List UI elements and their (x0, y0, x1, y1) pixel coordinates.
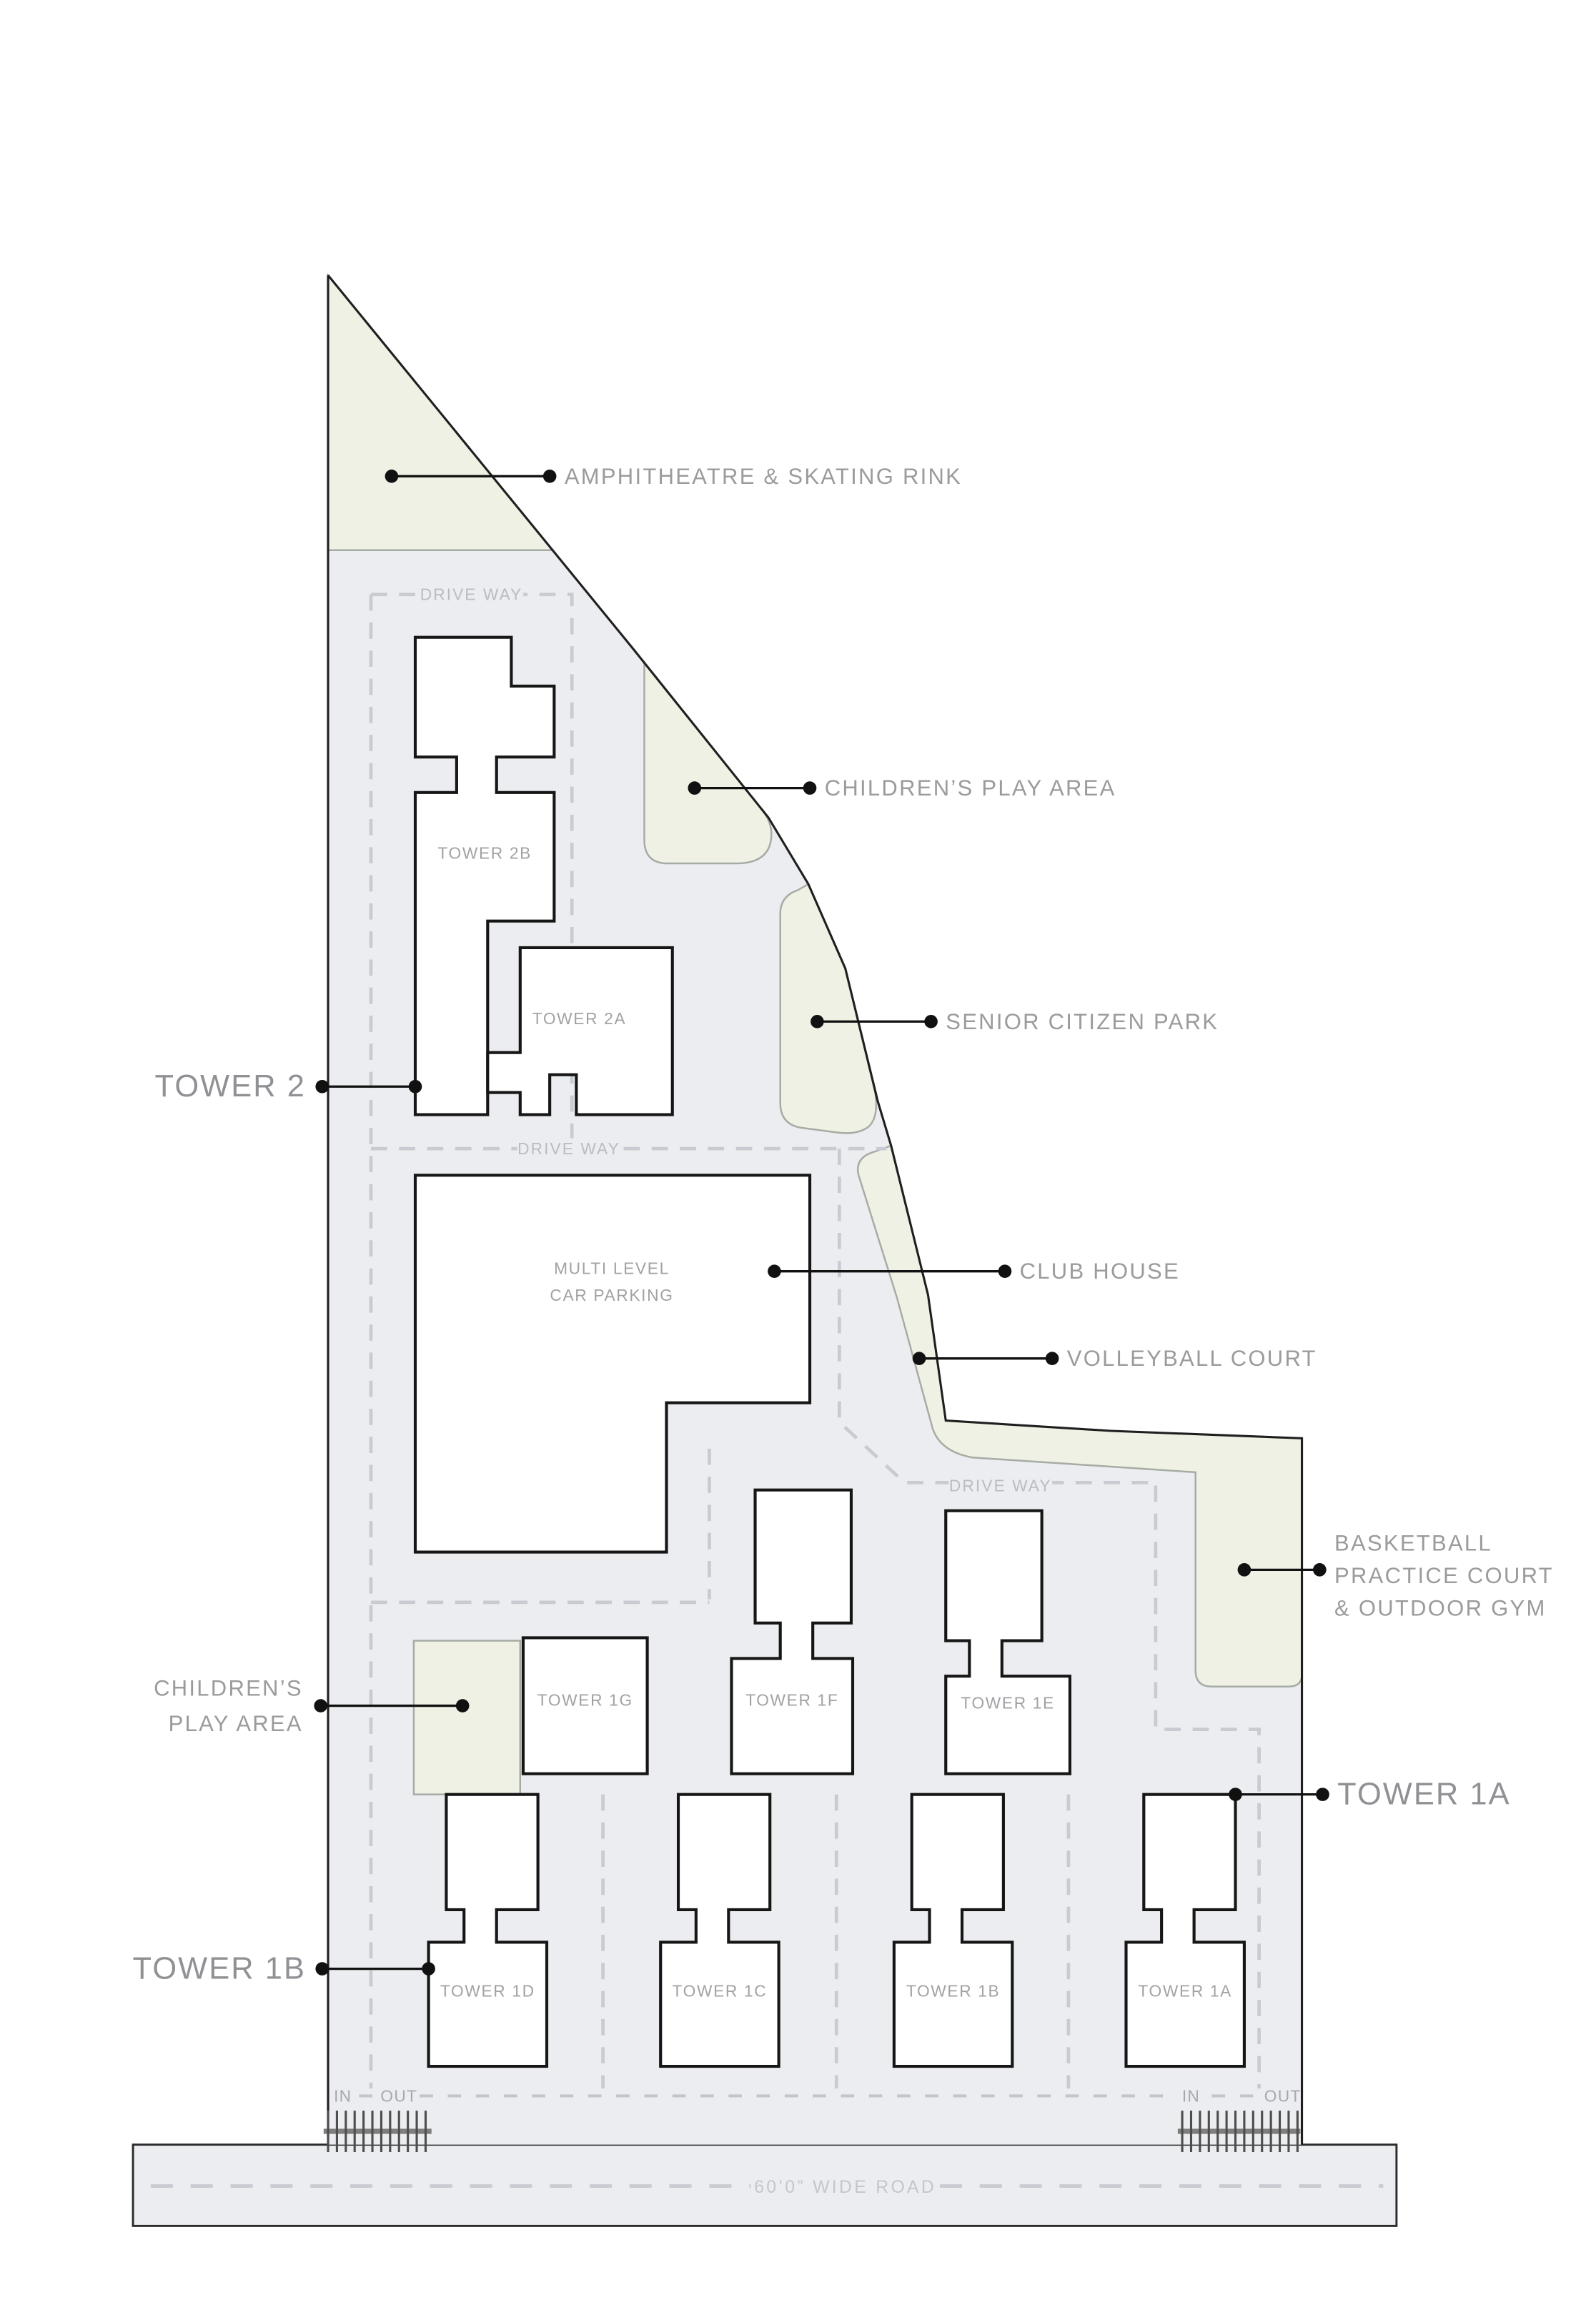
leader-dot (542, 470, 557, 483)
childrens-left-label-line1: CHILDREN’S (154, 1675, 303, 1700)
leader-dot (688, 781, 702, 795)
tower-1c-footprint (659, 1793, 780, 2068)
wide-road: 60’0” WIDE ROAD (132, 2143, 1398, 2227)
childrens-play-area-top (643, 660, 773, 865)
gate-out-label-right: OUT (1264, 2086, 1302, 2105)
callout-basketball: BASKETBALL PRACTICE COURT & OUTDOOR GYM (1237, 1531, 1554, 1621)
basketball-label-line3: & OUTDOOR GYM (1334, 1596, 1547, 1621)
tower2-label: TOWER 2 (155, 1069, 306, 1104)
gate-left (323, 2111, 432, 2152)
tower-1e-footprint (944, 1509, 1072, 1775)
leader-dot (1313, 1563, 1327, 1577)
childrens-play-area-left (412, 1640, 522, 1795)
leader-dot (455, 1699, 470, 1712)
callout-childrens-left: CHILDREN’S PLAY AREA (154, 1675, 470, 1736)
gate-ticks (327, 2111, 427, 2152)
childrens-top-label: CHILDREN’S PLAY AREA (825, 775, 1116, 800)
callout-senior-park: SENIOR CITIZEN PARK (811, 1009, 1219, 1034)
gate-in-label-left: IN (334, 2086, 352, 2105)
leader-dot (314, 1699, 327, 1712)
gate-ticks (1181, 2111, 1299, 2152)
basketball-label-line1: BASKETBALL (1334, 1531, 1492, 1556)
tower-2a-label: TOWER 2A (532, 1009, 627, 1028)
tower-1d-footprint (427, 1793, 549, 2068)
leader-dot (408, 1079, 422, 1094)
basketball-label-line2: PRACTICE COURT (1334, 1563, 1554, 1588)
driveways (359, 593, 1261, 2098)
tower-1g-footprint (521, 1636, 649, 1775)
callout-childrens-top: CHILDREN’S PLAY AREA (688, 775, 1116, 800)
tower-1f-label: TOWER 1F (745, 1690, 838, 1709)
parking-label-line1: MULTI LEVEL (554, 1259, 670, 1278)
driveway-labels: DRIVE WAY DRIVE WAY DRIVE WAY IN OUT IN … (334, 584, 1302, 2105)
tower-2b-label: TOWER 2B (437, 844, 532, 863)
gate-out-label-left: OUT (380, 2086, 417, 2105)
tower-1a-footprint (1124, 1793, 1246, 2068)
volleyball-basketball-green-band (857, 1144, 1303, 1687)
gate-in-label-right: IN (1182, 2086, 1200, 2105)
tower1b-label: TOWER 1B (133, 1952, 306, 1986)
leader-dot (1237, 1563, 1251, 1577)
tower-1g-label: TOWER 1G (537, 1690, 633, 1709)
tower-2a-footprint (486, 946, 674, 1116)
callout-amphitheatre: AMPHITHEATRE & SKATING RINK (385, 464, 962, 489)
callout-clubhouse: CLUB HOUSE (768, 1259, 1180, 1284)
tower-1b-footprint (892, 1793, 1014, 2068)
callout-tower2: TOWER 2 (155, 1069, 422, 1104)
volleyball-label: VOLLEYBALL COURT (1067, 1346, 1317, 1371)
label-mask (948, 1475, 1053, 1496)
label-mask (517, 1138, 621, 1159)
leader-dot (1229, 1788, 1242, 1801)
label-mask (420, 584, 523, 605)
tower-2b-footprint (413, 635, 556, 1116)
tower1a-label: TOWER 1A (1337, 1778, 1510, 1812)
clubhouse-label: CLUB HOUSE (1020, 1259, 1180, 1284)
multi-level-car-parking-footprint (413, 1174, 812, 1554)
leader-dot (768, 1264, 781, 1279)
tower-1b-label: TOWER 1B (906, 1982, 1001, 2001)
childrens-left-label-line2: PLAY AREA (169, 1711, 303, 1736)
senior-citizen-park-area (779, 883, 878, 1134)
callout-volleyball: VOLLEYBALL COURT (912, 1346, 1317, 1371)
leader-dot (1316, 1788, 1329, 1801)
drive-way-label-mid: DRIVE WAY (517, 1139, 620, 1158)
gate-right (1177, 2111, 1301, 2152)
drive-way-label-lower: DRIVE WAY (949, 1477, 1052, 1495)
leader-dot (1045, 1352, 1059, 1365)
leader-dot (315, 1962, 329, 1976)
leader-dot (422, 1962, 435, 1976)
amphitheatre-label: AMPHITHEATRE & SKATING RINK (565, 464, 962, 489)
road-label: 60’0” WIDE ROAD (754, 2178, 936, 2197)
drive-way-label-top: DRIVE WAY (420, 585, 523, 604)
callout-tower1b: TOWER 1B (133, 1952, 435, 1986)
building-labels: TOWER 2B TOWER 2A MULTI LEVEL CAR PARKIN… (437, 844, 1232, 2001)
leader-dot (315, 1079, 329, 1094)
leader-dot (803, 781, 817, 795)
leader-dot (998, 1264, 1012, 1279)
callouts: AMPHITHEATRE & SKATING RINK CHILDREN’S P… (133, 464, 1554, 1986)
leader-dot (385, 470, 399, 483)
tower-1f-footprint (730, 1488, 855, 1775)
leader-dot (811, 1014, 824, 1028)
parking-label-line2: CAR PARKING (550, 1286, 673, 1304)
leader-dot (912, 1352, 926, 1365)
callout-tower1a: TOWER 1A (1229, 1778, 1510, 1812)
senior-park-label: SENIOR CITIZEN PARK (946, 1009, 1219, 1034)
buildings (413, 635, 1246, 2068)
driveway-right-loop (1154, 1485, 1261, 2089)
tower-1d-label: TOWER 1D (440, 1982, 535, 2001)
tower-1a-label: TOWER 1A (1138, 1982, 1232, 2001)
leader-dot (924, 1014, 938, 1028)
tower-1e-label: TOWER 1E (961, 1693, 1055, 1712)
tower-1c-label: TOWER 1C (673, 1982, 768, 2001)
